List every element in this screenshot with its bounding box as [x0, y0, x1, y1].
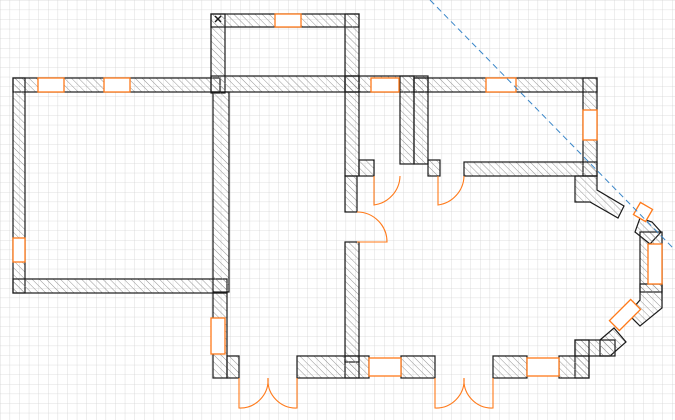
wall-segment[interactable]	[344, 241, 360, 363]
window-opening[interactable]	[210, 317, 226, 355]
door-swing[interactable]	[373, 175, 401, 206]
guide-line[interactable]	[429, 0, 675, 251]
window-opening[interactable]	[37, 77, 65, 93]
window-opening[interactable]	[274, 13, 302, 28]
window-opening[interactable]	[485, 77, 517, 93]
wall-segment[interactable]	[574, 175, 625, 219]
walls-layer[interactable]	[12, 13, 663, 379]
wall-segment[interactable]	[226, 355, 240, 379]
door-swing[interactable]	[267, 377, 298, 409]
origin-cross-icon[interactable]	[214, 15, 222, 23]
wall-segment[interactable]	[413, 77, 429, 165]
wall-segment[interactable]	[399, 75, 415, 165]
window-opening[interactable]	[608, 298, 642, 332]
wall-segment[interactable]	[558, 355, 590, 379]
window-opening[interactable]	[526, 357, 560, 377]
window-opening[interactable]	[582, 109, 598, 141]
door-swing[interactable]	[463, 377, 494, 409]
wall-segment[interactable]	[296, 355, 360, 379]
wall-segment[interactable]	[210, 75, 360, 93]
wall-segment[interactable]	[12, 278, 228, 294]
windows-layer[interactable]	[12, 13, 663, 377]
wall-segment[interactable]	[358, 159, 375, 177]
door-swing[interactable]	[356, 211, 388, 243]
window-opening[interactable]	[370, 77, 400, 93]
window-opening[interactable]	[103, 77, 131, 93]
wall-segment[interactable]	[427, 159, 441, 177]
window-opening[interactable]	[632, 201, 654, 223]
wall-segment[interactable]	[212, 91, 230, 293]
window-opening[interactable]	[368, 357, 402, 377]
wall-segment[interactable]	[492, 355, 528, 379]
wall-segment[interactable]	[400, 355, 436, 379]
wall-segment[interactable]	[344, 175, 358, 213]
window-opening[interactable]	[647, 243, 663, 285]
doors-layer[interactable]	[238, 175, 494, 409]
door-swing[interactable]	[437, 175, 465, 206]
wall-segment[interactable]	[463, 161, 598, 177]
window-opening[interactable]	[12, 237, 26, 263]
